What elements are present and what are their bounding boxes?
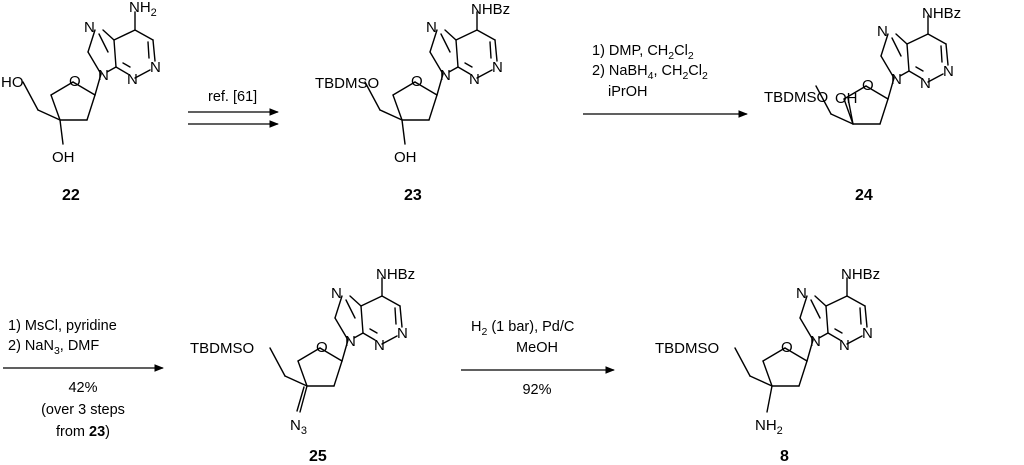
n9-atom: N <box>810 333 821 350</box>
step-3-line-1: 1) MsCl, pyridine <box>8 318 117 334</box>
n9-atom: N <box>345 333 356 350</box>
n9-atom: N <box>98 67 109 84</box>
n1-atom: N <box>862 325 873 342</box>
n3-atom: N <box>839 337 850 354</box>
n9-atom: N <box>440 67 451 84</box>
step-3-line-2: 2) NaN3, DMF <box>8 338 99 357</box>
step-2-line-3: iPrOH <box>608 84 647 100</box>
n1-atom: N <box>150 59 161 76</box>
n3-atom: N <box>374 337 385 354</box>
compound-25: O N N N N NHBz TBDMSO N3 25 <box>190 266 415 465</box>
ring-oxygen: O <box>316 339 328 356</box>
n1-atom: N <box>397 325 408 342</box>
n3-atom: N <box>469 71 480 88</box>
ring-oxygen: O <box>781 339 793 356</box>
n7-atom: N <box>796 285 807 302</box>
step-1-reference: ref. [61] <box>208 89 257 105</box>
step-4-yield: 92% <box>522 382 551 398</box>
step-1: ref. [61] <box>188 89 279 128</box>
step-3-note-1: (over 3 steps <box>41 402 125 418</box>
n1-atom: N <box>492 59 503 76</box>
compound-number: 8 <box>780 448 789 465</box>
step-2: 1) DMP, CH2Cl2 2) NaBH4, CH2Cl2 iPrOH <box>583 43 748 118</box>
benzamide-group: NHBz <box>922 5 961 22</box>
hydroxyl-3-prime: OH <box>52 149 75 166</box>
n3-atom: N <box>127 71 138 88</box>
compound-number: 23 <box>404 187 422 204</box>
silyl-ether: TBDMSO <box>764 89 828 106</box>
benzamide-group: NHBz <box>841 266 880 283</box>
ring-oxygen: O <box>411 73 423 90</box>
ring-oxygen: O <box>862 77 874 94</box>
ring-oxygen: O <box>69 73 81 90</box>
silyl-ether: TBDMSO <box>655 340 719 357</box>
compound-24: O N N N N NHBz TBDMSO OH 24 <box>764 5 961 204</box>
azide-group: N3 <box>290 417 307 437</box>
n1-atom: N <box>943 63 954 80</box>
step-4-line-1: H2 (1 bar), Pd/C <box>471 319 574 338</box>
n7-atom: N <box>331 285 342 302</box>
compound-23: O N N N N NHBz TBDMSO OH 23 <box>315 1 510 204</box>
step-2-line-1: 1) DMP, CH2Cl2 <box>592 43 694 62</box>
compound-number: 25 <box>309 448 327 465</box>
step-3-yield: 42% <box>68 380 97 396</box>
hydroxyl-3-prime: OH <box>394 149 417 166</box>
step-3-note-2: from 23) <box>56 424 110 440</box>
n7-atom: N <box>84 19 95 36</box>
step-4: H2 (1 bar), Pd/C MeOH 92% <box>461 319 615 398</box>
benzamide-group: NHBz <box>471 1 510 18</box>
hydroxyl-3-prime: OH <box>835 90 858 107</box>
silyl-ether: TBDMSO <box>190 340 254 357</box>
amine-group: NH2 <box>129 0 157 19</box>
compound-number: 24 <box>855 187 873 204</box>
step-2-line-2: 2) NaBH4, CH2Cl2 <box>592 63 708 82</box>
n7-atom: N <box>426 19 437 36</box>
compound-22: O N N N N NH2 HO OH 22 <box>1 0 161 204</box>
step-4-line-2: MeOH <box>516 340 558 356</box>
compound-number: 22 <box>62 187 80 204</box>
hydroxyl-5-prime: HO <box>1 74 24 91</box>
compound-8: O N N N N NHBz TBDMSO NH2 8 <box>655 266 880 465</box>
n3-atom: N <box>920 75 931 92</box>
benzamide-group: NHBz <box>376 266 415 283</box>
silyl-ether: TBDMSO <box>315 75 379 92</box>
amine-group: NH2 <box>755 417 783 437</box>
n7-atom: N <box>877 23 888 40</box>
n9-atom: N <box>891 71 902 88</box>
step-3: 1) MsCl, pyridine 2) NaN3, DMF 42% (over… <box>3 318 164 440</box>
